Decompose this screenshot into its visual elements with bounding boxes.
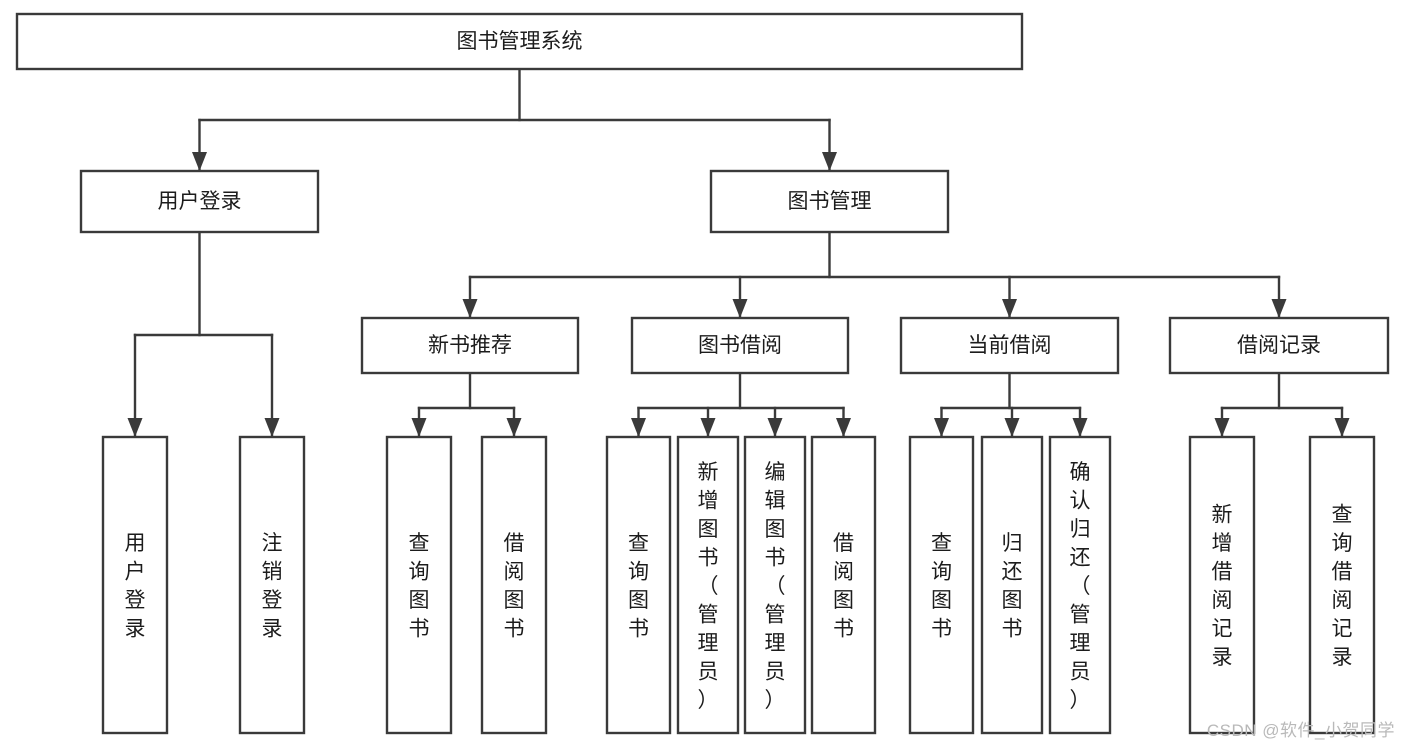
arrow-down-icon xyxy=(822,152,837,171)
node-leaf-查询图书[interactable]: 查询图书 xyxy=(605,435,672,735)
node-box xyxy=(79,169,320,234)
arrow-down-icon xyxy=(631,418,646,437)
node-label: 注销登录 xyxy=(262,532,283,641)
node-level2-图书管理[interactable]: 图书管理 xyxy=(709,169,950,234)
node-label: 确认归还（管理员） xyxy=(1070,461,1091,712)
node-box xyxy=(360,316,580,375)
arrow-down-icon xyxy=(732,299,748,318)
arrow-down-icon xyxy=(700,418,716,437)
node-box xyxy=(1308,435,1376,735)
node-label: 新增图书（管理员） xyxy=(698,461,719,712)
arrow-down-icon xyxy=(767,418,783,437)
arrow-down-icon xyxy=(1214,418,1230,437)
edges-books-to-level3 xyxy=(462,230,1287,319)
node-label: 查询图书 xyxy=(409,532,430,641)
node-box xyxy=(1188,435,1256,735)
arrow-down-icon xyxy=(411,418,427,437)
node-box xyxy=(101,435,169,735)
arrow-down-icon xyxy=(1271,299,1287,318)
node-label: 借阅记录 xyxy=(1237,334,1321,357)
node-box xyxy=(630,316,850,375)
node-level2-用户登录[interactable]: 用户登录 xyxy=(79,169,320,234)
node-box xyxy=(605,435,672,735)
node-box xyxy=(908,435,975,735)
node-leaf-新增图书管理员[interactable]: 新增图书（管理员） xyxy=(676,435,740,735)
arrow-down-icon xyxy=(264,418,280,437)
arrow-down-icon xyxy=(934,418,949,437)
edges-level3-图书借阅-to-leaves xyxy=(631,371,851,438)
node-box xyxy=(238,435,306,735)
node-box xyxy=(810,435,877,735)
node-label: 编辑图书（管理员） xyxy=(765,461,786,712)
node-leaf-借阅图书[interactable]: 借阅图书 xyxy=(480,435,548,735)
arrow-down-icon xyxy=(506,418,522,437)
node-label: 图书借阅 xyxy=(698,334,782,357)
node-label: 查询图书 xyxy=(628,532,649,641)
node-layer: 图书管理系统用户登录图书管理新书推荐图书借阅当前借阅借阅记录用户登录注销登录查询… xyxy=(15,12,1390,735)
edges-level3-新书推荐-to-leaves xyxy=(411,371,522,438)
node-box xyxy=(899,316,1120,375)
node-box xyxy=(15,12,1024,71)
node-label: 用户登录 xyxy=(125,532,146,641)
node-leaf-借阅图书[interactable]: 借阅图书 xyxy=(810,435,877,735)
node-label: 图书管理 xyxy=(788,190,872,213)
node-leaf-用户登录[interactable]: 用户登录 xyxy=(101,435,169,735)
arrow-down-icon xyxy=(462,299,478,318)
arrow-down-icon xyxy=(1072,418,1088,437)
edges-level3-当前借阅-to-leaves xyxy=(934,371,1088,438)
node-leaf-编辑图书管理员[interactable]: 编辑图书（管理员） xyxy=(743,435,807,735)
node-box xyxy=(743,435,807,735)
node-box xyxy=(709,169,950,234)
node-label: 查询图书 xyxy=(931,532,952,641)
node-box xyxy=(1048,435,1112,735)
node-leaf-查询图书[interactable]: 查询图书 xyxy=(908,435,975,735)
node-level3-新书推荐[interactable]: 新书推荐 xyxy=(360,316,580,375)
node-root-图书管理系统[interactable]: 图书管理系统 xyxy=(15,12,1024,71)
edges-login-to-leaves xyxy=(127,230,280,438)
node-label: 新书推荐 xyxy=(428,334,512,357)
csdn-watermark: CSDN @软件_小贺同学 xyxy=(1206,721,1395,740)
arrow-down-icon xyxy=(1004,418,1020,437)
node-box xyxy=(385,435,453,735)
node-leaf-查询图书[interactable]: 查询图书 xyxy=(385,435,453,735)
arrow-down-icon xyxy=(1002,299,1017,318)
node-box xyxy=(980,435,1044,735)
node-leaf-新增借阅记录[interactable]: 新增借阅记录 xyxy=(1188,435,1256,735)
arrow-down-icon xyxy=(192,152,207,171)
arrow-down-icon xyxy=(1334,418,1350,437)
node-label: 归还图书 xyxy=(1002,532,1023,641)
node-label: 图书管理系统 xyxy=(457,30,583,53)
node-label: 借阅图书 xyxy=(833,532,854,641)
node-leaf-查询借阅记录[interactable]: 查询借阅记录 xyxy=(1308,435,1376,735)
connector-layer xyxy=(127,67,1350,438)
node-leaf-归还图书[interactable]: 归还图书 xyxy=(980,435,1044,735)
node-label: 查询借阅记录 xyxy=(1332,504,1353,670)
node-box xyxy=(676,435,740,735)
edges-level3-借阅记录-to-leaves xyxy=(1214,371,1350,438)
node-label: 当前借阅 xyxy=(968,334,1052,357)
node-level3-图书借阅[interactable]: 图书借阅 xyxy=(630,316,850,375)
node-leaf-注销登录[interactable]: 注销登录 xyxy=(238,435,306,735)
node-label: 借阅图书 xyxy=(504,532,525,641)
edges-root-to-level2 xyxy=(192,67,837,172)
node-level3-借阅记录[interactable]: 借阅记录 xyxy=(1168,316,1390,375)
arrow-down-icon xyxy=(836,418,851,437)
node-label: 用户登录 xyxy=(158,190,242,213)
node-box xyxy=(480,435,548,735)
node-leaf-确认归还管理员[interactable]: 确认归还（管理员） xyxy=(1048,435,1112,735)
node-level3-当前借阅[interactable]: 当前借阅 xyxy=(899,316,1120,375)
node-box xyxy=(1168,316,1390,375)
arrow-down-icon xyxy=(127,418,143,437)
node-label: 新增借阅记录 xyxy=(1212,504,1233,670)
